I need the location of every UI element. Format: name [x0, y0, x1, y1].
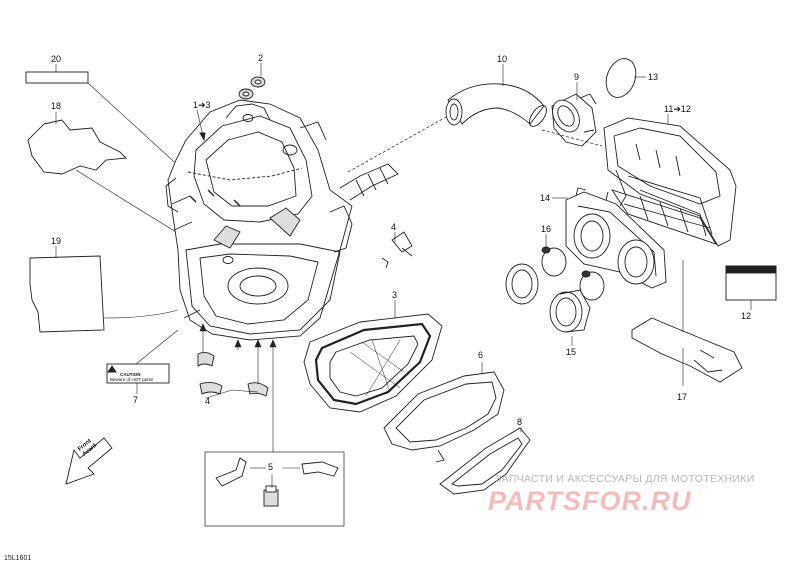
notice-label-text: NOTICE — [727, 273, 775, 279]
part-8-foam — [439, 427, 531, 495]
notice-title: NOTICE — [743, 273, 759, 278]
caution-title: CAUTION — [120, 372, 141, 377]
part-19-sheet — [29, 255, 105, 333]
caution-label-text: CAUTION Beware of HOT parts! — [110, 372, 168, 382]
part-5-clamps — [215, 457, 339, 507]
callout-2[interactable]: 2 — [258, 53, 264, 63]
watermark-subtitle: ЗАПЧАСТИ И АКСЕССУАРЫ ДЛЯ МОТОТЕХНИКИ — [495, 473, 755, 485]
callout-3[interactable]: 3 — [392, 290, 398, 300]
diagram-id: 15L1601 — [4, 555, 32, 562]
callout-11-12[interactable]: 11➔12 — [664, 104, 691, 114]
callout-4-top[interactable]: 4 — [391, 222, 397, 232]
part-11-housing — [603, 117, 737, 247]
part-16-boots — [505, 246, 605, 305]
part-10-tube — [445, 83, 547, 127]
callout-6[interactable]: 6 — [478, 350, 484, 360]
part-14-frame — [565, 187, 667, 289]
callout-7[interactable]: 7 — [133, 395, 139, 405]
callout-8[interactable]: 8 — [517, 417, 523, 427]
part-13-ring — [605, 58, 637, 98]
watermark-logo: PARTSFOR.RU — [488, 486, 692, 516]
part-4-clips-bottom — [197, 351, 269, 397]
front-arrow — [65, 437, 113, 485]
callout-12[interactable]: 12 — [741, 311, 752, 321]
part-9-adapter — [551, 93, 597, 147]
part-4-clips-top — [381, 231, 413, 269]
callout-17[interactable]: 17 — [677, 392, 688, 402]
leader-lines — [135, 323, 277, 452]
part-3-filter-frame — [303, 313, 443, 413]
callout-9[interactable]: 9 — [574, 72, 580, 82]
part-1-airbox — [165, 99, 399, 341]
caution-line: Beware of HOT parts! — [110, 377, 154, 382]
callout-16[interactable]: 16 — [541, 224, 552, 234]
callout-5[interactable]: 5 — [268, 462, 274, 472]
part-6-filter — [383, 371, 505, 463]
callout-4-bottom[interactable]: 4 — [205, 396, 211, 406]
part-17-sheet — [631, 317, 743, 383]
part-15-boot — [549, 289, 591, 333]
callout-13[interactable]: 13 — [648, 72, 659, 82]
part-7-caution-label — [106, 363, 170, 384]
callout-14[interactable]: 14 — [540, 193, 551, 203]
callout-1-3[interactable]: 1➔3 — [193, 100, 211, 110]
part-2-grommets — [238, 76, 266, 100]
callout-20[interactable]: 20 — [51, 54, 62, 64]
callout-18[interactable]: 18 — [51, 101, 62, 111]
callout-10[interactable]: 10 — [497, 54, 508, 64]
callout-15[interactable]: 15 — [566, 347, 577, 357]
part-20-label — [25, 71, 89, 84]
callout-19[interactable]: 19 — [51, 236, 62, 246]
part-18-sheet — [27, 119, 127, 175]
